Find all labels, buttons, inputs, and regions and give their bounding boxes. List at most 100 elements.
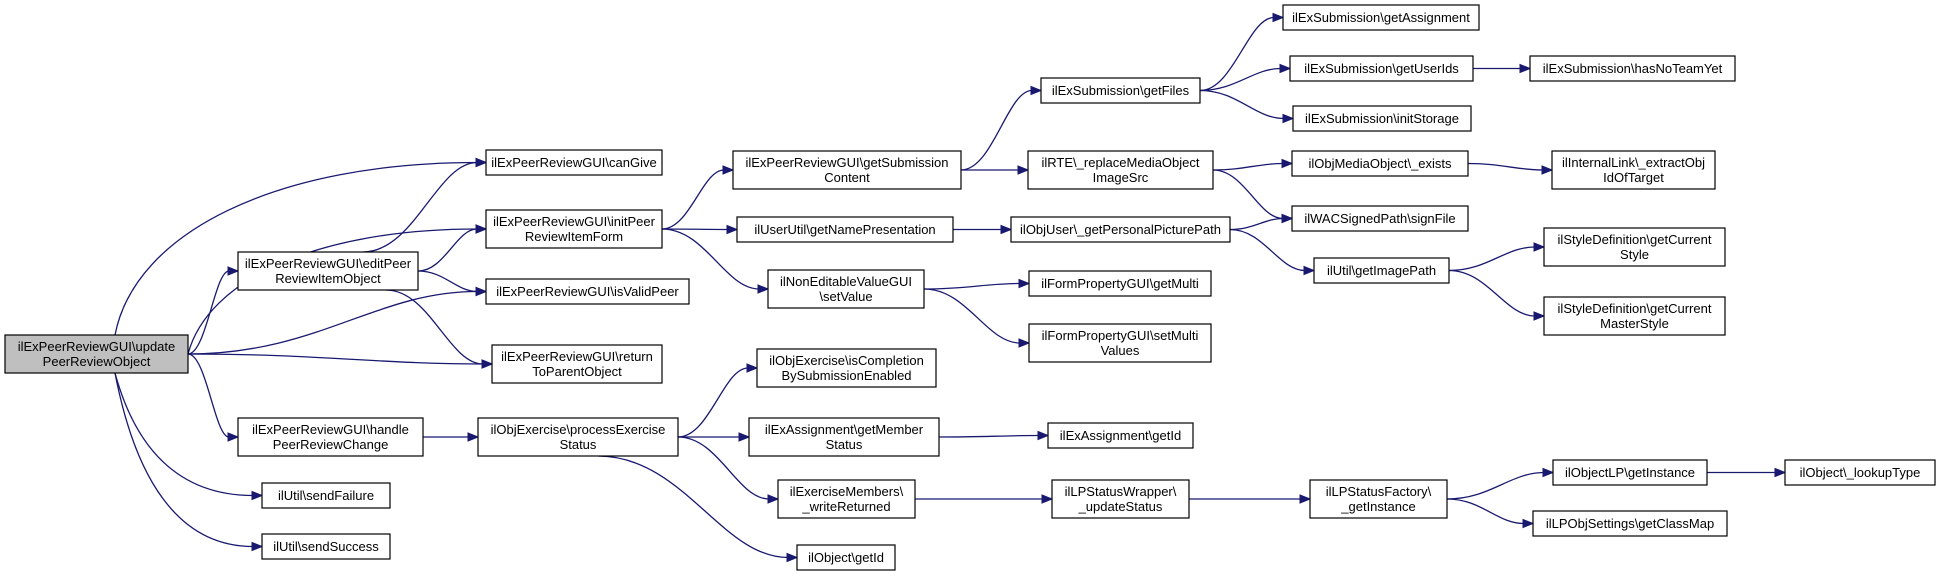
node-label: IdOfTarget: [1603, 170, 1664, 185]
arrowhead-icon: [467, 432, 480, 442]
node-box: [237, 417, 424, 457]
node-box: [1529, 55, 1736, 82]
node-label: ilObjUser\_getPersonalPicturePath: [1020, 222, 1221, 237]
arrowhead-icon: [726, 224, 739, 235]
node-box: [1047, 422, 1194, 449]
edge-getImagePath-to-curMaster: [1448, 269, 1536, 317]
node-label: ilFormPropertyGUI\setMulti: [1042, 328, 1199, 343]
arrowhead-icon: [1037, 430, 1050, 441]
arrowhead-icon: [1281, 158, 1294, 169]
node-label: Style: [1620, 247, 1649, 262]
arrowhead-icon: [1774, 467, 1787, 478]
node-label: Values: [1101, 343, 1140, 358]
arrowhead-icon: [786, 552, 799, 563]
node-label: ilExAssignment\getMember: [765, 422, 924, 437]
node-updateStatus: ilLPStatusWrapper\_updateStatus: [1051, 479, 1190, 519]
node-box: [1291, 150, 1469, 177]
node-box: [732, 150, 962, 190]
node-label: ilExSubmission\getUserIds: [1304, 61, 1459, 76]
node-label: ilObjExercise\processExercise: [491, 422, 666, 437]
node-label: ilExPeerReviewGUI\getSubmission: [745, 155, 948, 170]
arrowhead-icon: [1030, 85, 1043, 96]
node-label: ilUtil\sendFailure: [278, 488, 374, 503]
node-label: ilExPeerReviewGUI\initPeer: [493, 214, 656, 229]
node-canGive: ilExPeerReviewGUI\canGive: [485, 149, 663, 176]
node-label: ilObjMediaObject\_exists: [1308, 156, 1452, 171]
arrowhead-icon: [475, 286, 488, 297]
node-box: [485, 149, 663, 176]
node-label: ilExSubmission\getFiles: [1052, 83, 1190, 98]
node-box: [477, 417, 679, 457]
node-label: ilStyleDefinition\getCurrent: [1558, 301, 1712, 316]
edge-lpFactory-to-classMap: [1446, 498, 1525, 525]
node-box: [1282, 4, 1480, 31]
node-label: ilExerciseMembers\: [790, 484, 904, 499]
node-label: ImageSrc: [1093, 170, 1149, 185]
node-lpFactory: ilLPStatusFactory\_getInstance: [1309, 479, 1448, 519]
edge-processStatus-to-objGetId: [597, 455, 789, 559]
edge-getImagePath-to-curStyle: [1448, 246, 1536, 272]
node-box: [736, 216, 954, 243]
node-box: [1784, 459, 1936, 486]
node-label: ToParentObject: [532, 364, 622, 379]
arrowhead-icon: [1519, 63, 1532, 74]
node-box: [756, 348, 937, 388]
node-box: [261, 482, 391, 509]
node-box: [1543, 296, 1726, 336]
node-label: ilExPeerReviewGUI\return: [501, 349, 653, 364]
node-label: ilNonEditableValueGUI: [780, 274, 912, 289]
arrowhead-icon: [757, 284, 770, 294]
edge-getPicPath-to-signFile: [1229, 217, 1284, 231]
node-box: [1313, 257, 1450, 284]
node-label: ReviewItemForm: [525, 229, 623, 244]
arrowhead-icon: [1041, 494, 1054, 504]
edges-layer: [114, 12, 1787, 563]
arrowhead-icon: [227, 432, 240, 442]
node-box: [261, 533, 391, 560]
node-label: ilExAssignment\getId: [1060, 428, 1181, 443]
node-box: [777, 479, 916, 519]
node-getImagePath: ilUtil\getImagePath: [1313, 257, 1450, 284]
node-label: PeerReviewObject: [43, 354, 151, 369]
node-label: _getInstance: [1340, 499, 1415, 514]
node-label: ilFormPropertyGUI\getMulti: [1041, 276, 1199, 291]
arrowhead-icon: [1522, 518, 1535, 529]
node-label: ilLPStatusWrapper\: [1065, 484, 1177, 499]
arrowhead-icon: [1272, 12, 1285, 23]
arrowhead-icon: [738, 432, 751, 442]
node-box: [748, 417, 940, 457]
edge-processStatus-to-writeReturned: [677, 436, 770, 500]
edge-lpFactory-to-lpGetInstance: [1446, 471, 1545, 500]
arrowhead-icon: [1018, 278, 1031, 289]
node-label: ilObjExercise\isCompletion: [769, 353, 924, 368]
node-label: ilObjectLP\getInstance: [1565, 465, 1695, 480]
node-label: ilWACSignedPath\signFile: [1304, 211, 1455, 226]
arrowhead-icon: [1299, 494, 1312, 504]
node-label: ilExSubmission\initStorage: [1305, 111, 1459, 126]
node-classMap: ilLPObjSettings\getClassMap: [1532, 510, 1728, 537]
arrowhead-icon: [475, 157, 488, 168]
edge-root-to-initForm: [187, 228, 478, 355]
node-lookupType: ilObject\_lookupType: [1784, 459, 1936, 486]
edge-root-to-handleChange: [187, 353, 230, 438]
node-assignGetId: ilExAssignment\getId: [1047, 422, 1194, 449]
node-label: ilExPeerReviewGUI\update: [18, 339, 176, 354]
edge-getFiles-to-initStorage: [1199, 89, 1285, 120]
node-box: [485, 278, 690, 305]
arrowhead-icon: [1303, 265, 1316, 276]
edge-editPeer-to-isValid: [417, 270, 478, 293]
node-label: ilExPeerReviewGUI\handle: [252, 422, 409, 437]
arrowhead-icon: [251, 490, 264, 501]
arrowhead-icon: [1541, 165, 1554, 175]
arrowhead-icon: [1018, 338, 1031, 348]
node-box: [4, 334, 189, 374]
node-lpGetInstance: ilObjectLP\getInstance: [1552, 459, 1708, 486]
